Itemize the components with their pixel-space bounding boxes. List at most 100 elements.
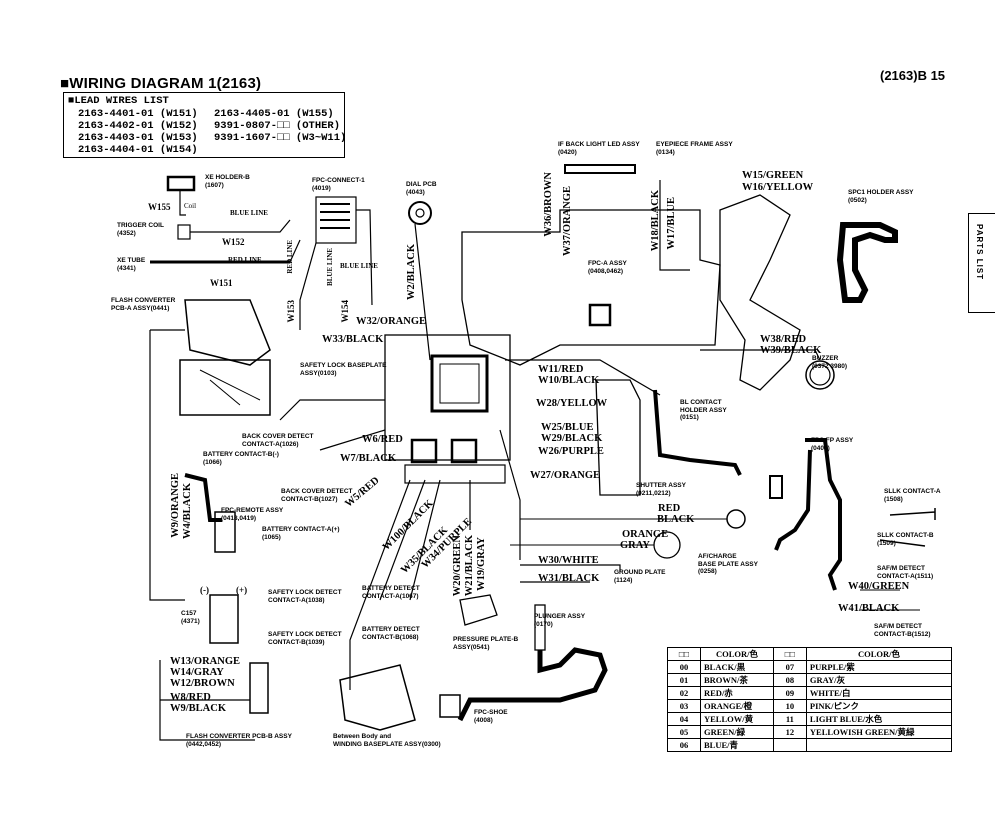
wire-label: W13/ORANGE <box>170 656 241 667</box>
table-cell: YELLOW/黄 <box>700 712 774 726</box>
table-header-row: □□ COLOR/色 □□ COLOR/色 <box>667 647 953 661</box>
table-row: 04 YELLOW/黄 11 LIGHT BLUE/水色 <box>667 712 953 726</box>
parts-list-tab-label: PARTS LIST <box>975 224 984 281</box>
wire-label: RED LINE <box>228 256 262 264</box>
bullet-square-icon: ■ <box>60 75 70 92</box>
eyepiece-label: EYEPIECE FRAME ASSY (0134) <box>656 141 733 156</box>
wire-label: RED LINE <box>286 240 294 274</box>
wire-label: W33/BLACK <box>322 334 384 345</box>
wire-label: (+) <box>236 585 248 595</box>
table-cell: PURPLE/紫 <box>805 660 953 674</box>
trigger-coil-shape <box>177 224 191 240</box>
table-cell <box>805 738 953 752</box>
safety-lock-a-label: SAFETY LOCK DETECT CONTACT-A(1038) <box>268 589 342 604</box>
xe-holder-label: XE HOLDER-B (1607) <box>205 174 250 189</box>
table-cell: 02 <box>667 686 701 700</box>
wire-label: W15/GREEN <box>742 170 804 181</box>
trigger-coil-label: TRIGGER COIL (4352) <box>117 222 164 237</box>
pressure-plate-label: PRESSURE PLATE-B ASSY(0541) <box>453 636 519 651</box>
table-cell: YELLOWISH GREEN/黄緑 <box>805 725 953 739</box>
lead-wire-item: 2163-4404-01 (W154) <box>78 144 198 156</box>
parts-list-tab[interactable]: PARTS LIST <box>968 213 995 313</box>
table-cell: 09 <box>772 686 807 700</box>
wire-label: W18/BLACK <box>650 190 661 252</box>
lead-wire-item: 2163-4403-01 (W153) <box>78 132 198 144</box>
fpc-fp-label: FPC FP ASSY (0406) <box>811 437 854 452</box>
table-row: 06 BLUE/青 <box>667 738 953 752</box>
fpc-remote-shape <box>184 473 222 522</box>
wire-label: W10/BLACK <box>538 375 600 386</box>
wire-label: W154 <box>340 300 350 323</box>
table-cell: GREEN/緑 <box>700 725 774 739</box>
flash-converter-b-label: FLASH CONVERTER PCB-B ASSY (0442,0452) <box>186 733 292 748</box>
wire-label: W32/ORANGE <box>356 316 427 327</box>
back-cover-a-label: BACK COVER DETECT CONTACT-A(1026) <box>242 433 314 448</box>
page-number: (2163)B 15 <box>880 68 946 83</box>
wire-label: W153 <box>286 300 296 323</box>
wire-label: W11/RED <box>538 364 584 375</box>
fpc-a-label: FPC-A ASSY (0408,0462) <box>588 260 627 275</box>
wire-label: W8/RED <box>170 692 211 703</box>
wire-label: W40/GREEN <box>848 581 910 592</box>
wire-label: W27/ORANGE <box>530 470 601 481</box>
fpc-connect-label: FPC-CONNECT-1 (4019) <box>312 177 365 192</box>
wire-label: W155 <box>148 202 171 212</box>
wire-label: W14/GRAY <box>170 667 224 678</box>
eyepiece-board-shape <box>719 194 801 391</box>
table-cell: 08 <box>772 673 807 687</box>
wire-label: W31/BLACK <box>538 573 600 584</box>
table-cell: LIGHT BLUE/水色 <box>805 712 953 726</box>
lead-wires-left: 2163-4401-01 (W151) 2163-4402-01 (W152) … <box>78 108 198 156</box>
fpc-shoe-label: FPC-SHOE (4008) <box>474 709 508 724</box>
plunger-label: PLUNGER ASSY (0170) <box>534 613 586 628</box>
lead-wires-list: ■LEAD WIRES LIST 2163-4401-01 (W151) 216… <box>63 92 347 158</box>
wire-label: W2/BLACK <box>406 244 417 301</box>
wire-label: W36/BROWN <box>543 172 554 237</box>
lead-wire-item: 9391-1607-□□ (W3~W11) <box>214 132 347 144</box>
table-cell: 03 <box>667 699 701 713</box>
wire-label: W152 <box>222 237 245 247</box>
fpc-connect-shape <box>315 196 357 244</box>
fpc-remote-label: FPC-REMOTE ASSY (0418,0419) <box>221 507 284 522</box>
table-cell: 12 <box>772 725 807 739</box>
main-chip-shape <box>430 354 489 413</box>
wire-label: W151 <box>210 278 233 288</box>
ground-plate-label: GROUND PLATE (1124) <box>614 569 666 584</box>
af-charge-label: AF/CHARGE BASE PLATE ASSY (0258) <box>698 553 758 575</box>
pressure-plate-shape <box>459 594 498 626</box>
table-cell: 05 <box>667 725 701 739</box>
bl-contact-shape <box>653 389 742 476</box>
table-cell: 00 <box>667 660 701 674</box>
wire-label: RED <box>658 503 681 514</box>
sllk-a-label: SLLK CONTACT-A (1508) <box>884 488 941 503</box>
table-header: □□ <box>667 647 701 661</box>
flash-converter-a-shape <box>184 299 271 366</box>
wire-label: Coil <box>184 202 197 210</box>
wire-label: W19/GRAY <box>476 537 487 591</box>
table-cell: 06 <box>667 738 701 752</box>
table-row: 02 RED/赤 09 WHITE/白 <box>667 686 953 700</box>
table-row: 00 BLACK/黒 07 PURPLE/紫 <box>667 660 953 674</box>
wire-label: GRAY <box>620 540 650 551</box>
bl-contact-label: BL CONTACT HOLDER ASSY (0151) <box>680 399 727 421</box>
table-header: COLOR/色 <box>700 647 774 661</box>
table-cell: 01 <box>667 673 701 687</box>
shutter-shape <box>595 379 641 496</box>
color-code-table: □□ COLOR/色 □□ COLOR/色 00 BLACK/黒 07 PURP… <box>667 647 953 752</box>
af-charge-shape <box>726 509 746 529</box>
sllk-b-label: SLLK CONTACT-B (1509) <box>877 532 934 547</box>
dial-pcb-label: DIAL PCB (4043) <box>406 181 437 196</box>
wire-label: W16/YELLOW <box>742 182 814 193</box>
wire-label: BLUE LINE <box>340 262 378 270</box>
table-cell: 10 <box>772 699 807 713</box>
table-cell: ORANGE/橙 <box>700 699 774 713</box>
table-row: 03 ORANGE/橙 10 PINK/ピンク <box>667 699 953 713</box>
wire-label: W37/ORANGE <box>562 186 573 257</box>
buzzer-label: BUZZER (0372 3980) <box>812 355 848 370</box>
wire-label: BLUE LINE <box>326 248 334 286</box>
table-cell: BROWN/茶 <box>700 673 774 687</box>
saf-m-a-label: SAF/M DETECT CONTACT-A(1511) <box>877 565 934 580</box>
flash-converter-b-shape <box>249 662 269 714</box>
fpc-shoe-shape <box>457 647 608 722</box>
